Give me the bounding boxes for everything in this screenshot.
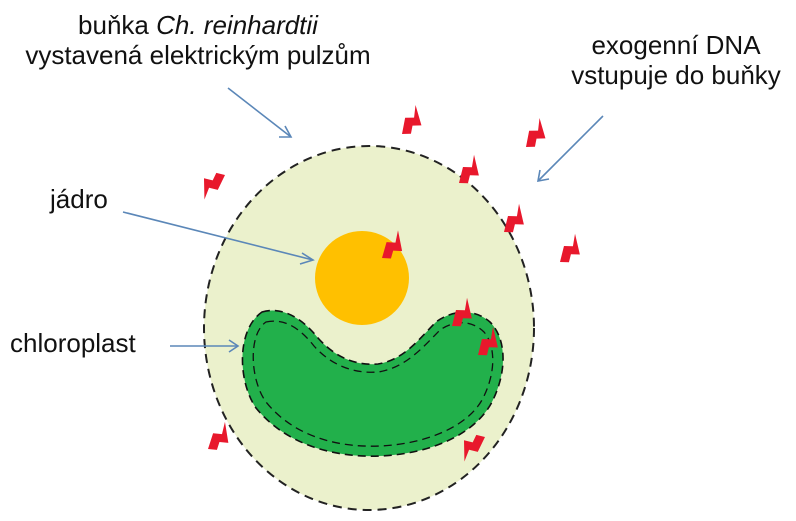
cell-label-arrow	[228, 88, 291, 137]
dna-label: exogenní DNA vstupuje do buňky	[556, 30, 796, 90]
cell-label-line1: buňka Ch. reinhardtii	[8, 10, 388, 40]
lightning-bolt-icon	[556, 232, 587, 269]
lightning-bolt-icon	[398, 103, 428, 140]
chloroplast-label: chloroplast	[10, 328, 136, 358]
cell-label-species: Ch. reinhardtii	[156, 10, 318, 40]
dna-label-line1: exogenní DNA	[556, 30, 796, 60]
lightning-bolt-icon	[194, 166, 228, 202]
cell-label: buňka Ch. reinhardtii vystavená elektric…	[8, 10, 388, 70]
cell-label-line2: vystavená elektrickým pulzům	[8, 40, 388, 70]
dna-label-line2: vstupuje do buňky	[556, 60, 796, 90]
dna-label-arrow	[538, 116, 603, 181]
lightning-bolt-icon	[522, 116, 552, 153]
nucleus-label: jádro	[50, 184, 108, 214]
cell-label-prefix: buňka	[78, 10, 149, 40]
